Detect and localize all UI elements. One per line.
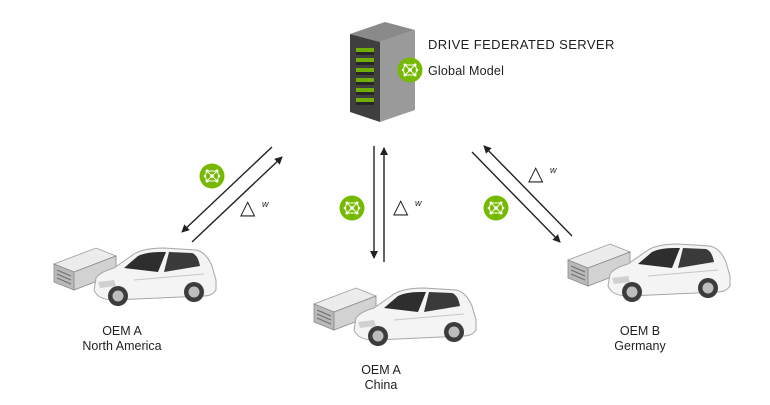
oem-name: OEM A (102, 324, 142, 338)
oem-label-germany: OEM B Germany (614, 324, 665, 354)
arrows-china (370, 146, 388, 262)
svg-text:△: △ (240, 197, 256, 219)
delta-w-right: △ w (528, 163, 557, 185)
svg-text:w: w (262, 199, 269, 209)
node-china (313, 287, 477, 347)
neural-net-icon (483, 195, 509, 221)
neural-net-icon (339, 195, 365, 221)
global-model-icon (397, 57, 423, 83)
neural-net-icon (199, 163, 225, 189)
oem-name: OEM A (361, 363, 401, 377)
oem-region: China (364, 378, 398, 392)
oem-region: Germany (614, 339, 666, 353)
node-germany (567, 243, 731, 303)
server-tower-icon (350, 22, 415, 122)
svg-text:△: △ (528, 163, 544, 185)
arrows-germany (471, 145, 573, 243)
svg-text:△: △ (393, 196, 409, 218)
server-title: DRIVE FEDERATED SERVER (428, 37, 615, 52)
delta-w-left: △ w (240, 197, 269, 219)
global-model-label: Global Model (428, 64, 505, 78)
oem-region: North America (82, 339, 162, 353)
node-north-america (53, 247, 217, 307)
delta-w-middle: △ w (393, 196, 422, 218)
arrows-north-america (181, 146, 283, 243)
svg-text:w: w (550, 165, 557, 175)
oem-name: OEM B (619, 324, 661, 338)
oem-label-china: OEM A China (361, 363, 401, 393)
oem-label-north-america: OEM A North America (82, 324, 161, 354)
svg-text:w: w (415, 198, 422, 208)
